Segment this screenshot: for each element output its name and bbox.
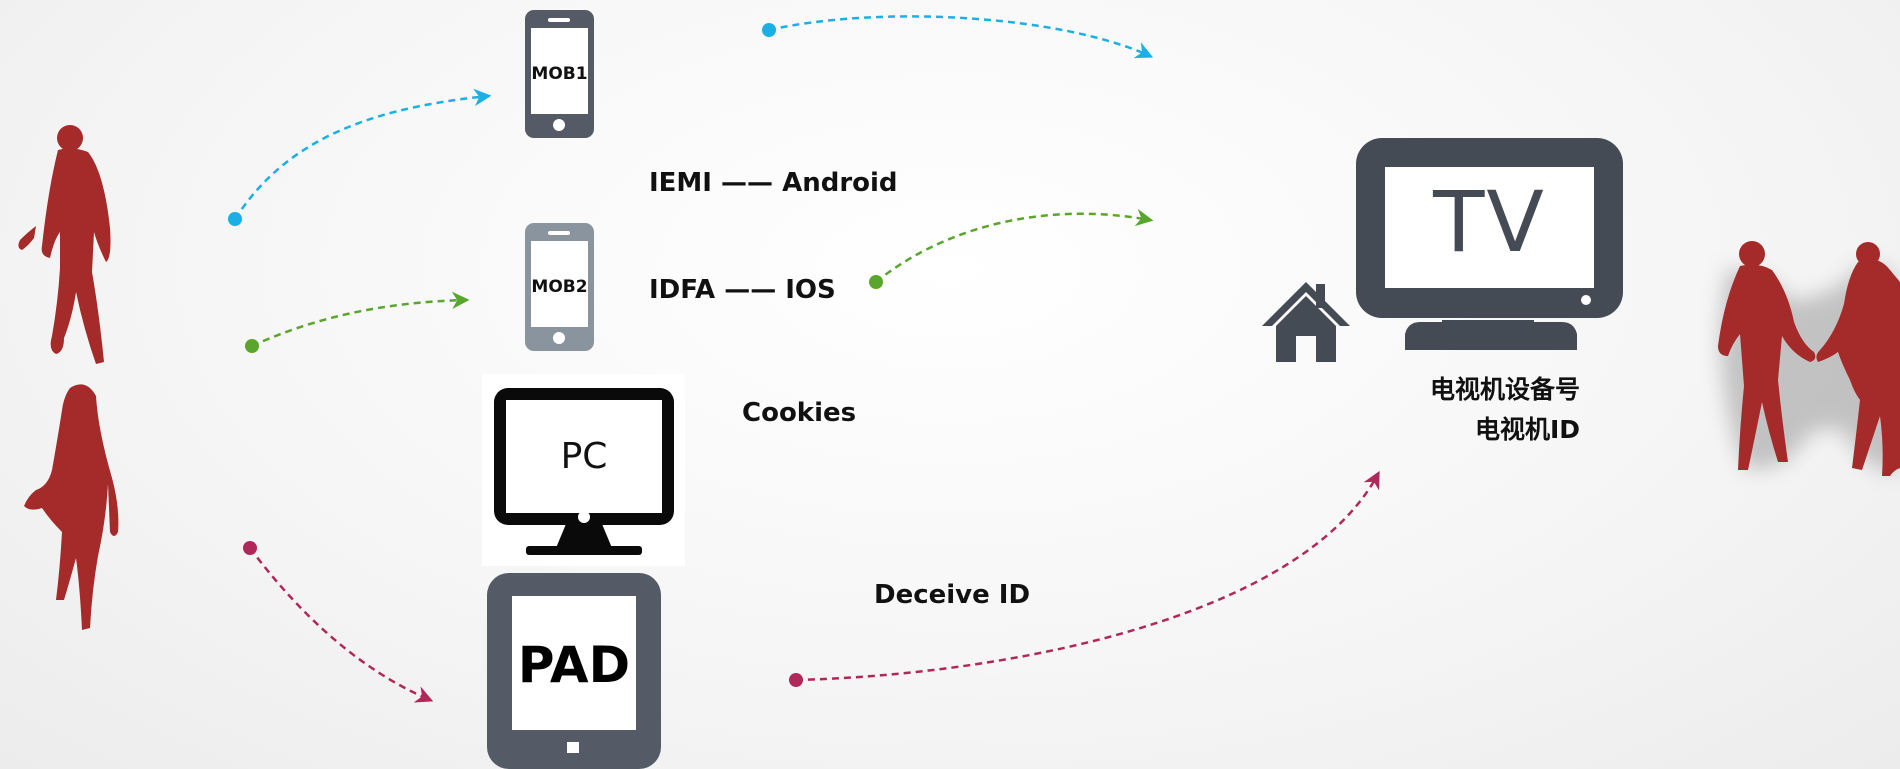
- mob1-label: MOB1: [531, 64, 588, 84]
- tv-caption-line2: 电视机ID: [1474, 415, 1580, 444]
- person-woman-icon: [24, 384, 119, 630]
- house-icon: [1262, 282, 1350, 362]
- arrow-mob1-to-tv: [762, 15, 1154, 59]
- pc-identifier-text: Cookies: [742, 398, 857, 428]
- arrow-person-to-mob1: [228, 88, 492, 226]
- pc-label: PC: [560, 436, 608, 477]
- arrow-person-to-mob2: [245, 291, 470, 353]
- mob2-phone-icon: [525, 223, 594, 351]
- pad-tablet-icon: [487, 573, 661, 769]
- pc-monitor-icon: [482, 374, 685, 566]
- pad-label: PAD: [517, 636, 631, 694]
- person-man-icon: [18, 125, 111, 364]
- tv-caption-line1: 电视机设备号: [1429, 375, 1580, 404]
- pad-identifier-text: Deceive ID: [874, 580, 1031, 610]
- tv-icon: [1356, 138, 1623, 350]
- couple-icon: [1718, 241, 1900, 476]
- mob2-label: MOB2: [531, 277, 588, 297]
- mob1-identifier-text: IEMI —— Android: [649, 168, 898, 198]
- arrow-pad-to-tv: [789, 470, 1380, 687]
- mob2-identifier-text: IDFA —— IOS: [649, 275, 836, 305]
- arrow-person-to-pad: [243, 541, 434, 703]
- arrow-mob2-to-tv: [869, 208, 1154, 289]
- tv-label: TV: [1433, 173, 1546, 271]
- mob1-phone-icon: [525, 10, 594, 138]
